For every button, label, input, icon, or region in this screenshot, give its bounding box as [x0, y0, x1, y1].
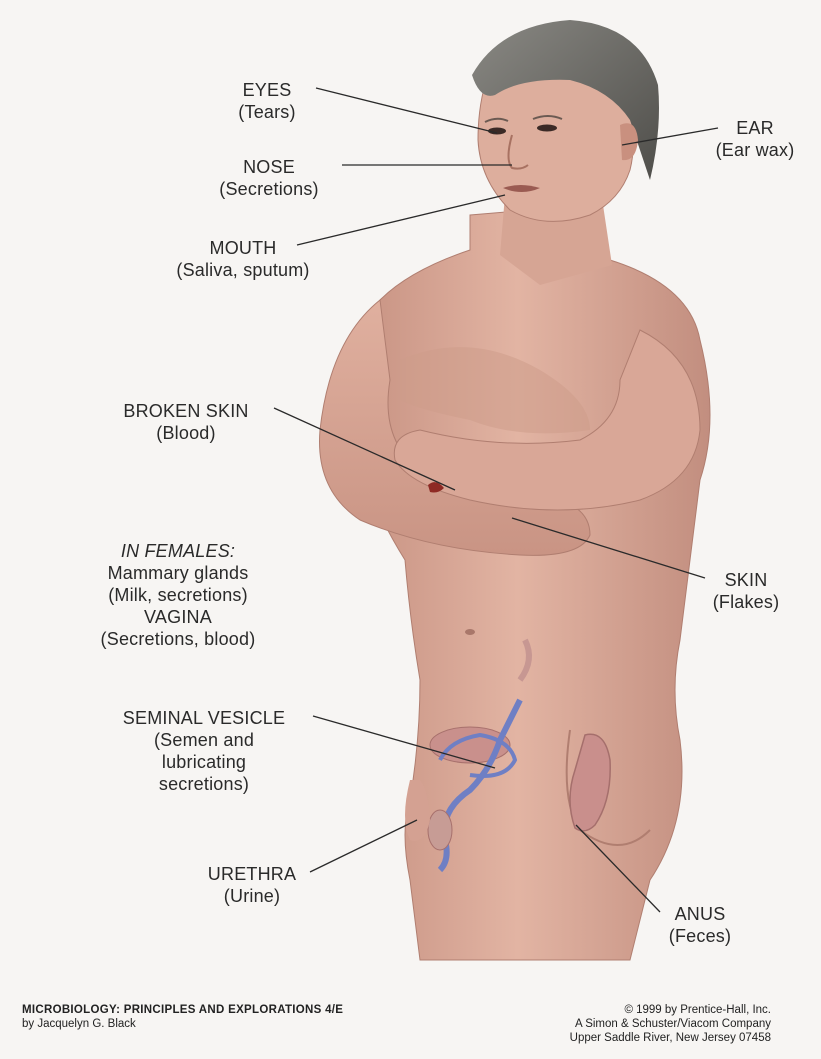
label-broken-skin-title: BROKEN SKIN: [96, 400, 276, 422]
footer-book-credit: MICROBIOLOGY: PRINCIPLES AND EXPLORATION…: [22, 1003, 343, 1031]
label-ear-sub: (Ear wax): [700, 139, 810, 161]
label-skin-title: SKIN: [696, 569, 796, 591]
label-anus-sub: (Feces): [652, 925, 748, 947]
footer-book-title: MICROBIOLOGY: PRINCIPLES AND EXPLORATION…: [22, 1003, 343, 1017]
navel-mark: [465, 629, 475, 635]
label-ear-title: EAR: [700, 117, 810, 139]
label-mouth: MOUTH (Saliva, sputum): [150, 237, 336, 281]
label-mouth-title: MOUTH: [150, 237, 336, 259]
label-ear: EAR (Ear wax): [700, 117, 810, 161]
footer-author: by Jacquelyn G. Black: [22, 1017, 343, 1031]
label-broken-skin-sub: (Blood): [96, 422, 276, 444]
label-seminal-line1: (Semen and: [92, 729, 316, 751]
label-females-line4: (Secretions, blood): [60, 628, 296, 650]
label-nose-sub: (Secretions): [196, 178, 342, 200]
label-mouth-sub: (Saliva, sputum): [150, 259, 336, 281]
label-seminal-line2: lubricating: [92, 751, 316, 773]
leader-urethra: [310, 820, 417, 872]
label-females-line2: (Milk, secretions): [60, 584, 296, 606]
label-seminal-line3: secretions): [92, 773, 316, 795]
footer-company: A Simon & Schuster/Viacom Company: [570, 1017, 771, 1031]
label-skin: SKIN (Flakes): [696, 569, 796, 613]
label-females-line3: VAGINA: [60, 606, 296, 628]
label-females-heading: IN FEMALES:: [60, 540, 296, 562]
label-urethra: URETHRA (Urine): [188, 863, 316, 907]
label-eyes: EYES (Tears): [222, 79, 312, 123]
footer-address: Upper Saddle River, New Jersey 07458: [570, 1031, 771, 1045]
footer-publisher-credit: © 1999 by Prentice-Hall, Inc. A Simon & …: [570, 1003, 771, 1045]
label-urethra-title: URETHRA: [188, 863, 316, 885]
label-nose: NOSE (Secretions): [196, 156, 342, 200]
label-nose-title: NOSE: [196, 156, 342, 178]
label-females: IN FEMALES: Mammary glands (Milk, secret…: [60, 540, 296, 650]
label-seminal-vesicle: SEMINAL VESICLE (Semen and lubricating s…: [92, 707, 316, 795]
label-seminal-title: SEMINAL VESICLE: [92, 707, 316, 729]
label-anus: ANUS (Feces): [652, 903, 748, 947]
label-anus-title: ANUS: [652, 903, 748, 925]
torso-shape: [360, 205, 710, 960]
footer-copyright: © 1999 by Prentice-Hall, Inc.: [570, 1003, 771, 1017]
label-eyes-sub: (Tears): [222, 101, 312, 123]
label-eyes-title: EYES: [222, 79, 312, 101]
label-urethra-sub: (Urine): [188, 885, 316, 907]
label-broken-skin: BROKEN SKIN (Blood): [96, 400, 276, 444]
testis-organ: [428, 810, 452, 850]
label-females-line1: Mammary glands: [60, 562, 296, 584]
label-skin-sub: (Flakes): [696, 591, 796, 613]
eye-right: [537, 125, 557, 132]
leader-eyes: [316, 88, 497, 133]
